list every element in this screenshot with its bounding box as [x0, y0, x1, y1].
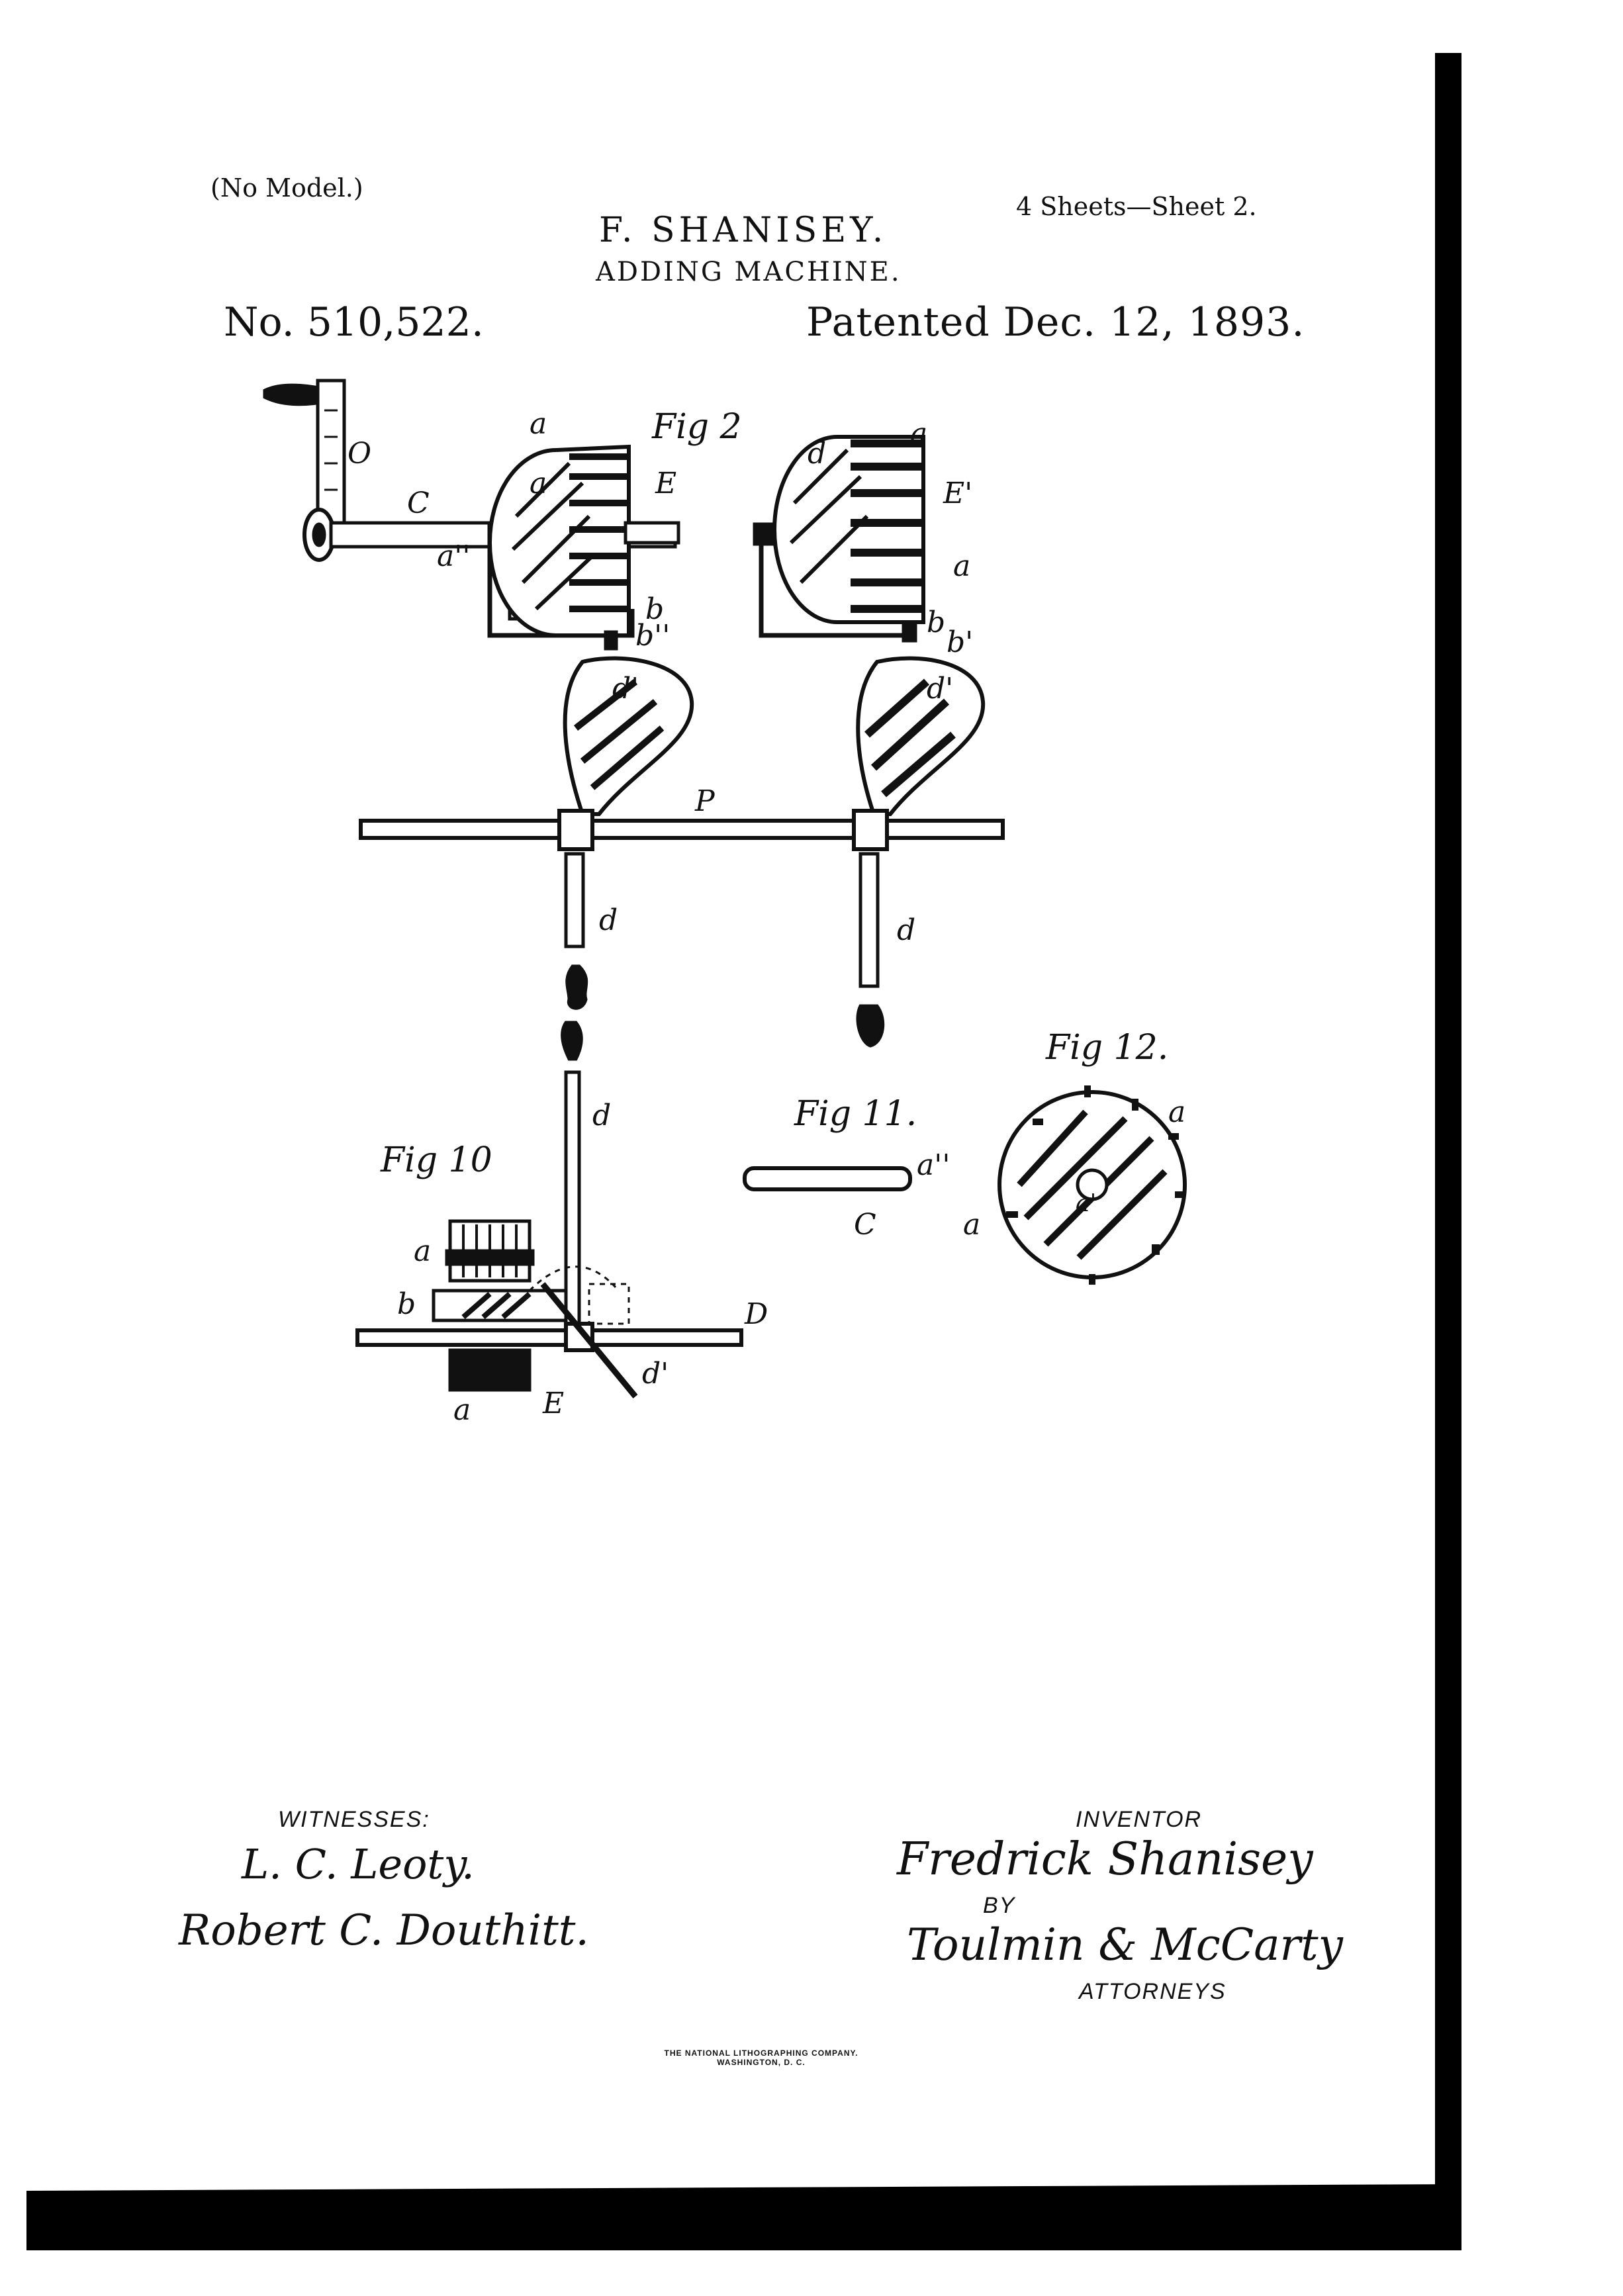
fig2-label-b-double-prime: b'' [635, 619, 670, 653]
fig10-label-d: d [592, 1099, 611, 1132]
fig10-label-b: b [397, 1287, 416, 1321]
witness-signature-1: L. C. Leoty. [242, 1840, 475, 1888]
fig11-caption: Fig 11. [794, 1094, 917, 1134]
fig2-label-o: O [348, 437, 371, 471]
figure-2 [263, 379, 1005, 1048]
fig11-label-c: C [854, 1208, 876, 1242]
fig2-label-a3: a [910, 417, 927, 451]
fig2-label-a4: a [953, 549, 970, 583]
cam-left [563, 656, 694, 816]
shaft-p [359, 819, 1005, 840]
imprint-line-2: WASHINGTON, D. C. [717, 2058, 806, 2067]
fig2-label-e: E [655, 467, 676, 500]
rod-d-left [564, 852, 585, 948]
attorneys-label: ATTORNEYS [1079, 1979, 1227, 2004]
fig10-caption: Fig 10 [380, 1140, 492, 1180]
fig12-label-a-prime: a' [1076, 1190, 1096, 1217]
fig10-label-a-top: a [414, 1234, 431, 1268]
imprint-line-1: THE NATIONAL LITHOGRAPHING COMPANY. [664, 2048, 858, 2058]
cam-right [856, 656, 986, 816]
fig2-label-c: C [407, 486, 430, 520]
lithographer-imprint: THE NATIONAL LITHOGRAPHING COMPANY. WASH… [629, 2048, 894, 2067]
fig2-label-a1: a [530, 407, 547, 441]
figure-10 [355, 1021, 743, 1399]
fig2-label-a2: a [530, 467, 547, 500]
inventor-signature: Fredrick Shanisey [897, 1833, 1313, 1886]
fig10-label-e: E [542, 1387, 564, 1420]
cam-arm-fig10 [540, 1282, 638, 1399]
fig10-label-d-shaft: D [744, 1297, 768, 1331]
sheet-number: 4 Sheets—Sheet 2. [1016, 192, 1257, 221]
witness-signature-2: Robert C. Douthitt. [179, 1906, 589, 1955]
fig2-label-d-right: d [897, 913, 915, 947]
fig10-label-a-bottom: a [453, 1393, 471, 1427]
rod-d-right [858, 852, 880, 988]
figure-11 [743, 1166, 912, 1191]
patent-number: No. 510,522. [224, 299, 484, 345]
patent-title: ADDING MACHINE. [596, 257, 902, 287]
fig2-label-b-prime: b' [947, 625, 973, 659]
fig2-label-b-right: b [927, 606, 945, 639]
fig10-label-d-prime: d' [642, 1357, 669, 1391]
witnesses-label: WITNESSES: [278, 1807, 430, 1832]
fig2-label-p: P [694, 784, 716, 818]
fig2-label-d-prime-left: d' [612, 672, 639, 706]
fig2-label-b: b [645, 592, 664, 626]
fig12-label-a-left: a [963, 1208, 980, 1242]
fig11-label-a-double-prime: a'' [917, 1148, 950, 1182]
fig2-label-d-top: d [808, 437, 826, 471]
attorneys-signature: Toulmin & McCarty [907, 1919, 1343, 1970]
inventor-label: INVENTOR [1076, 1807, 1203, 1832]
shaft-c-fig11 [743, 1166, 912, 1191]
wheel-e-fig10 [448, 1348, 532, 1392]
fig12-label-a-right: a [1168, 1095, 1185, 1129]
bottom-scan-border [26, 2184, 1461, 2250]
fig2-label-e-prime: E' [943, 477, 972, 510]
shaft-d-fig10 [355, 1328, 743, 1347]
figure-12 [997, 1085, 1187, 1285]
patent-date: Patented Dec. 12, 1893. [806, 299, 1305, 345]
inventor-name: F. SHANISEY. [599, 210, 888, 250]
fig12-caption: Fig 12. [1045, 1028, 1168, 1068]
no-model-note: (No Model.) [210, 173, 363, 203]
fig2-caption: Fig 2 [651, 407, 742, 447]
fig2-label-d-left: d [599, 903, 618, 937]
right-scan-border [1435, 53, 1461, 2250]
fig2-label-a-double-prime: a'' [437, 539, 470, 573]
rod-d-fig10 [564, 1070, 581, 1352]
by-label: BY [983, 1893, 1016, 1918]
fig2-label-d-prime-right: d' [927, 672, 953, 706]
